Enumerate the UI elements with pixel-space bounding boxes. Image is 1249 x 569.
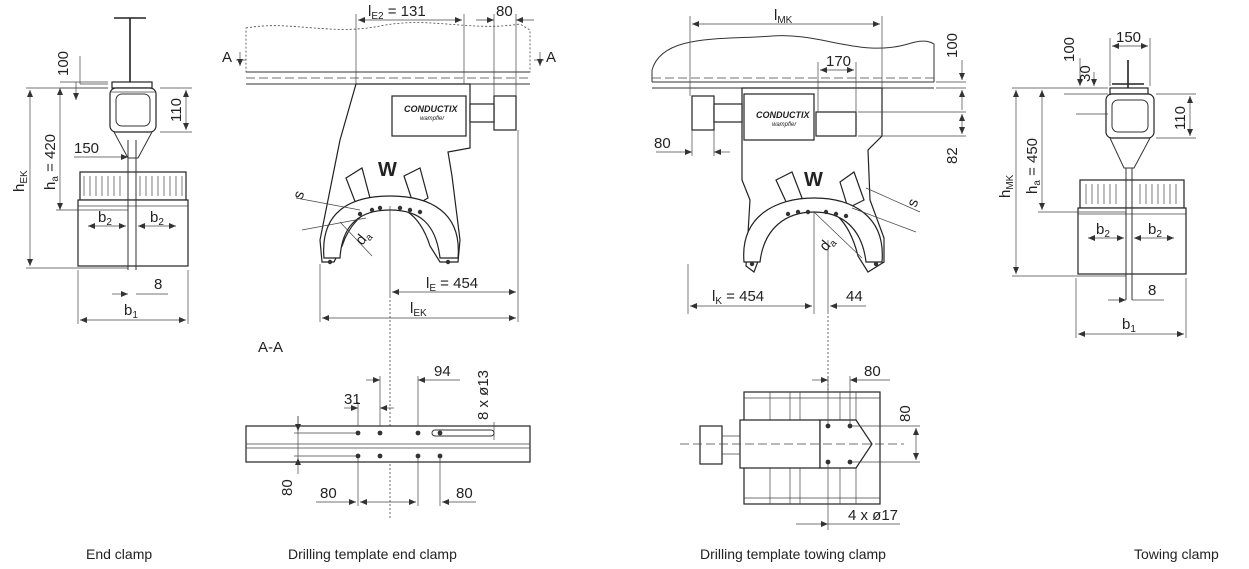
drill-towing-dim-170: 170 xyxy=(826,53,851,70)
end-clamp-dim-b2-left: b2 xyxy=(98,209,112,228)
section-aa-dim-80-a: 80 xyxy=(320,485,337,502)
towing-plan-view: 80 80 4 x ø17 xyxy=(680,363,920,530)
towing-clamp-view: 100 30 150 110 ha = 450 hMK b2 b2 8 b1 xyxy=(997,29,1196,338)
caption-drilling-template-end-clamp: Drilling template end clamp xyxy=(288,546,457,562)
section-aa-view: A-A 94 31 8 x ø13 80 80 80 xyxy=(245,339,531,506)
towing-plan-dim-80-vertical: 80 xyxy=(897,405,914,422)
section-aa-label: A-A xyxy=(258,339,283,356)
caption-end-clamp: End clamp xyxy=(86,546,153,562)
end-clamp-dim-100: 100 xyxy=(55,51,72,76)
towing-clamp-dim-150: 150 xyxy=(1116,29,1141,46)
drill-towing-logo-sub: wampfler xyxy=(772,122,797,128)
drill-towing-dim-lmk: lMK xyxy=(774,7,793,26)
towing-clamp-dim-30: 30 xyxy=(1077,65,1094,82)
section-aa-dim-80-b: 80 xyxy=(456,485,473,502)
drill-towing-dim-80: 80 xyxy=(654,135,671,152)
drill-end-view: CONDUCTIX wampfler W lE2 = 131 80 A A s … xyxy=(222,3,556,520)
drill-towing-dim-da: da xyxy=(816,233,840,256)
towing-clamp-dim-b1: b1 xyxy=(1122,316,1136,335)
drill-end-section-a-left: A xyxy=(222,49,232,66)
towing-plan-dim-80-horizontal: 80 xyxy=(864,363,881,380)
drill-towing-logo: CONDUCTIX xyxy=(756,110,810,120)
towing-clamp-dim-110: 110 xyxy=(1172,106,1189,130)
end-clamp-view: 100 110 150 ha = 420 hEK b2 b2 8 b1 xyxy=(11,17,192,324)
end-clamp-dim-150: 150 xyxy=(74,140,99,157)
drill-end-section-a-right: A xyxy=(546,49,556,66)
towing-clamp-dim-ha: ha = 450 xyxy=(1024,138,1043,194)
end-clamp-dim-b2-right: b2 xyxy=(150,209,164,228)
drill-towing-dim-44: 44 xyxy=(846,288,863,305)
towing-clamp-dim-hmk: hMK xyxy=(997,174,1016,198)
drill-end-dim-s: s xyxy=(290,189,309,202)
towing-plan-holes: 4 x ø17 xyxy=(848,507,898,524)
caption-drilling-template-towing-clamp: Drilling template towing clamp xyxy=(700,546,886,562)
drill-end-logo-sub: wampfler xyxy=(420,116,445,122)
drill-end-dim-le2: lE2 = 131 xyxy=(368,3,426,22)
drill-towing-dim-s: s xyxy=(904,197,923,210)
section-aa-holes: 8 x ø13 xyxy=(475,370,492,420)
drill-end-dim-lek: lEK xyxy=(410,300,427,319)
drill-towing-dim-lk: lK = 454 xyxy=(712,288,764,307)
drill-towing-w-mark: W xyxy=(804,169,823,191)
drill-towing-dim-82: 82 xyxy=(944,147,961,164)
drill-end-w-mark: W xyxy=(378,159,397,181)
towing-clamp-dim-8: 8 xyxy=(1148,282,1156,299)
drill-end-dim-80: 80 xyxy=(496,3,513,20)
section-aa-dim-94: 94 xyxy=(434,363,451,380)
section-aa-dim-31: 31 xyxy=(344,391,361,408)
section-aa-dim-80-vertical: 80 xyxy=(279,479,296,496)
end-clamp-dim-ha: ha = 420 xyxy=(42,134,61,190)
caption-towing-clamp: Towing clamp xyxy=(1134,546,1219,562)
towing-clamp-dim-b2-left: b2 xyxy=(1096,221,1110,240)
end-clamp-dim-b1: b1 xyxy=(124,302,138,321)
drill-end-dim-da: da xyxy=(352,227,376,250)
drill-end-logo: CONDUCTIX xyxy=(404,104,458,114)
drill-towing-dim-100: 100 xyxy=(944,33,961,58)
end-clamp-dim-hek: hEK xyxy=(11,170,30,192)
end-clamp-dim-8: 8 xyxy=(154,276,162,293)
towing-clamp-dim-b2-right: b2 xyxy=(1148,221,1162,240)
end-clamp-dim-110: 110 xyxy=(168,98,185,122)
drill-end-dim-le: lE = 454 xyxy=(426,275,478,294)
drill-towing-view: CONDUCTIX wampfler W lMK 170 100 80 xyxy=(651,7,966,390)
towing-clamp-dim-100: 100 xyxy=(1061,37,1078,62)
